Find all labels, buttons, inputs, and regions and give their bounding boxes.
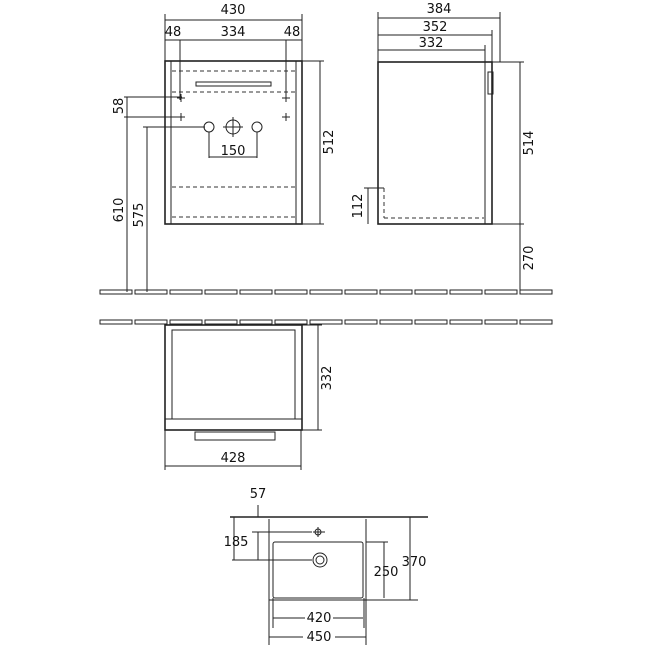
wall-tile [99,319,133,325]
wall-tile [519,319,553,325]
cabinet-front-outline [164,60,303,225]
wall-tile [134,289,168,295]
dim-total-width: 450 [307,630,332,645]
wall-tile [344,319,378,325]
wall-tile [414,289,448,295]
wall-line-lower [99,319,553,325]
wall-tile [99,289,133,295]
dim-total-depth: 370 [402,555,427,570]
dim-bowl-depth: 250 [374,565,399,580]
dim-side-left: 48 [165,25,182,40]
wall-tile [134,319,168,325]
dim-tap-offset: 57 [250,487,267,502]
wall-tile [379,289,413,295]
wall-line-upper [99,289,553,295]
dim-top-width: 428 [221,451,246,466]
wall-tile [309,319,343,325]
dim-inner: 334 [221,25,246,40]
drain [312,552,328,568]
dim-outlet-height: 575 [132,203,147,228]
wall-tile [449,289,483,295]
dim-depth-mid: 352 [423,20,448,35]
front-view: 430 48 334 48 512 58 610 575 150 [112,3,337,292]
dim-width: 430 [221,3,246,18]
wall-tile [484,289,518,295]
dim-drain-offset: 185 [224,535,249,550]
tap-hole-left [203,121,215,133]
top-view: 332 428 [164,324,335,470]
dim-side-right: 48 [284,25,301,40]
wall-tile [239,319,273,325]
wall-tile [519,289,553,295]
dim-height: 512 [322,130,337,155]
wall-tile [484,319,518,325]
wall-tile [204,319,238,325]
side-handle [487,71,494,95]
drawer-handle [195,81,272,87]
dim-depth-total: 384 [427,2,452,17]
wall-tile [309,289,343,295]
dim-floor-gap: 270 [522,246,537,271]
wall-tile [169,319,203,325]
dim-plinth: 112 [351,194,366,219]
dim-bowl-width: 420 [307,611,332,626]
dim-depth-body: 332 [419,36,444,51]
dim-top-depth: 332 [320,366,335,391]
wall-tile [239,289,273,295]
wall-tile [379,319,413,325]
wall-tile [169,289,203,295]
cabinet-top-outline [164,324,303,431]
tap-hole-right [251,121,263,133]
wall-tile [449,319,483,325]
wall-tile [414,319,448,325]
basin-bowl [272,541,364,599]
dim-tap-spacing: 150 [221,144,246,159]
wall-tile [274,289,308,295]
basin-plan: 57 185 250 370 420 450 [224,487,428,645]
wall-tile [274,319,308,325]
cabinet-side-outline [377,61,493,225]
wall-tile [344,289,378,295]
dim-hole-spacing: 58 [112,98,127,115]
top-handle [194,431,276,441]
dim-mount-height: 610 [112,198,127,223]
wall-tile [204,289,238,295]
dim-side-height: 514 [522,131,537,156]
side-view: 384 352 332 514 270 112 [351,2,537,292]
